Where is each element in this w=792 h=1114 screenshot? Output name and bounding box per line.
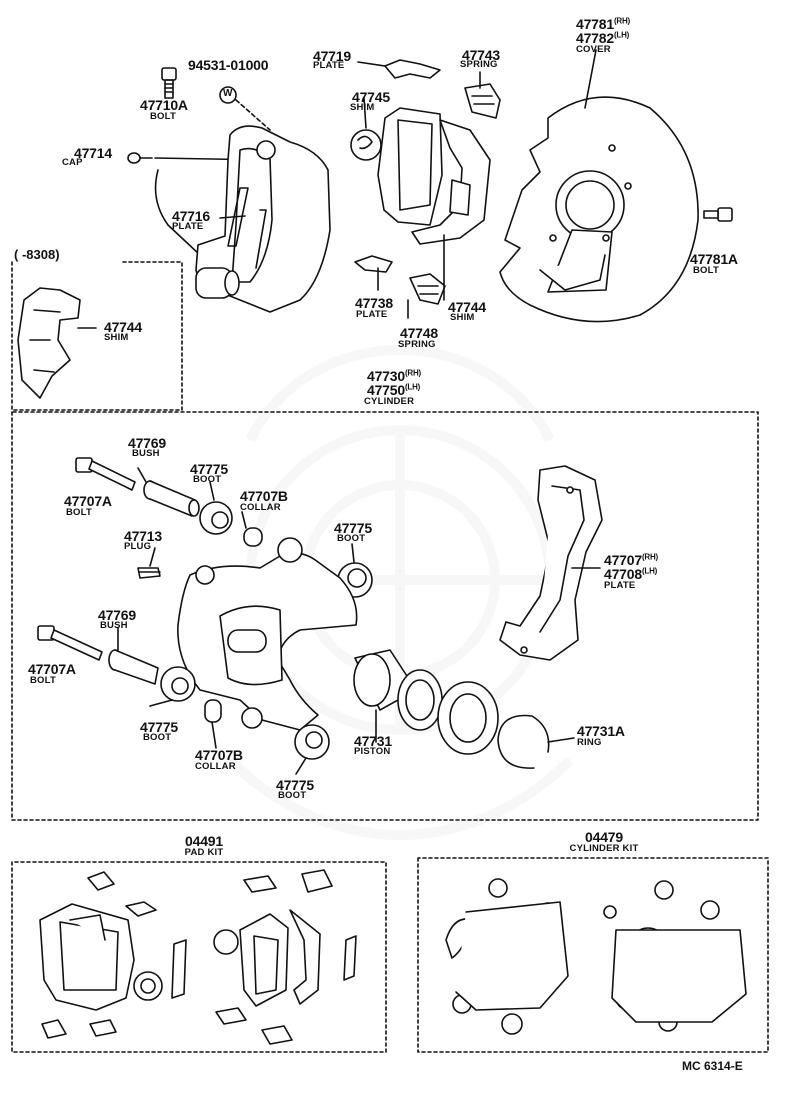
bolt-47781a-part-number: 47781A — [690, 251, 738, 267]
boot-47775-d-drawing — [294, 724, 330, 760]
bolt-47781a-desc: BOLT — [693, 265, 719, 276]
plate-47719-desc: PLATE — [313, 60, 345, 71]
piston-47731-part-number: 47731 — [354, 733, 392, 749]
collar-47707b-upper-drawing — [243, 527, 263, 547]
bolt-47707a-upper-part-number: 47707A — [64, 493, 112, 509]
shim-47744-drawing — [411, 119, 491, 245]
spring-47748-desc: SPRING — [398, 339, 436, 350]
mount-plate-desc: PLATE — [604, 580, 636, 591]
cylinder-desc: CYLINDER — [364, 396, 415, 407]
cover-part-lh: 47782(LH) — [576, 30, 630, 46]
collar-47707b-lower-part-number: 47707B — [195, 747, 243, 763]
bolt-47707a-lower-drawing — [37, 625, 103, 661]
cylinder-kit-drawing — [445, 878, 747, 1035]
cylinder-part-rh: 47730(RH) — [367, 368, 422, 384]
spring-47743-desc: SPRING — [460, 59, 498, 70]
boot-47775-c-part-number: 47775 — [140, 719, 178, 735]
bush-47769-upper-drawing — [143, 480, 200, 517]
caliper-mount-drawing — [195, 125, 331, 313]
bolt-47710a-desc: BOLT — [150, 111, 176, 122]
collar-47707b-lower-drawing — [204, 699, 222, 723]
cover-desc: COVER — [576, 44, 611, 55]
caliper-body-drawing — [177, 537, 358, 731]
bolt-47707a-lower-part-number: 47707A — [28, 661, 76, 677]
cylinder-kit-desc: CYLINDER KIT — [569, 843, 639, 854]
cylinder-kit-part-number: 04479 — [585, 829, 623, 845]
ring-47731a-part-number: 47731A — [577, 723, 625, 739]
boot-47775-c-drawing — [160, 666, 196, 702]
spring-47743-drawing — [464, 83, 501, 119]
bolt-47781a-drawing — [703, 207, 733, 222]
boot-47775-b-desc: BOOT — [337, 533, 366, 544]
piston-seals-drawing — [397, 669, 499, 755]
ring-47731a-desc: RING — [577, 737, 602, 748]
collar-47707b-lower-desc: COLLAR — [195, 761, 236, 772]
boot-47775-a-drawing — [199, 501, 233, 535]
bush-47769-lower-drawing — [108, 649, 159, 685]
cap-47714-part-number: 47714 — [74, 145, 112, 161]
mount-plate-part-rh: 47707(RH) — [604, 552, 659, 568]
inset-header: ( -8308) — [14, 247, 60, 262]
plate-47716-desc: PLATE — [172, 221, 204, 232]
boot-47775-d-part-number: 47775 — [276, 777, 314, 793]
boot-47775-b-part-number: 47775 — [334, 520, 372, 536]
washer-mark: W — [223, 88, 233, 99]
bolt-47710a-drawing — [161, 67, 177, 99]
pad-kit-drawing — [39, 869, 357, 1045]
bush-47769-lower-desc: BUSH — [100, 620, 128, 631]
dust-cover-drawing — [499, 96, 699, 323]
bolt-47707a-lower-desc: BOLT — [30, 675, 56, 686]
cap-47714-desc: CAP — [62, 157, 83, 168]
boot-47775-c-desc: BOOT — [143, 732, 172, 743]
plate-47716-drawing — [227, 187, 267, 269]
collar-47707b-upper-desc: COLLAR — [240, 502, 281, 513]
shim-47745-part-number: 47745 — [352, 89, 390, 105]
boot-47775-a-desc: BOOT — [193, 474, 222, 485]
plate-47738-drawing — [354, 255, 393, 273]
ring-47731a-drawing — [497, 714, 550, 769]
boot-47775-d-desc: BOOT — [278, 790, 307, 801]
bolt-47710a-part-number: 47710A — [140, 97, 188, 113]
pad-kit-desc: PAD KIT — [184, 847, 224, 858]
spring-47748-drawing — [409, 273, 446, 305]
inset-shim-part-number: 47744 — [104, 319, 142, 335]
inset-shim-drawing — [17, 287, 81, 399]
inset-shim-desc: SHIM — [104, 332, 129, 343]
washer-part-number: 94531-01000 — [188, 57, 269, 73]
piston-47731-desc: PISTON — [354, 746, 391, 757]
cover-part-rh: 47781(RH) — [576, 16, 631, 32]
plate-47738-part-number: 47738 — [355, 295, 393, 311]
bush-47769-lower-part-number: 47769 — [98, 607, 136, 623]
bush-47769-upper-part-number: 47769 — [128, 435, 166, 451]
washer-drawing — [219, 86, 237, 104]
plug-47713-drawing — [137, 567, 161, 579]
mount-plate-47707-drawing — [499, 465, 603, 661]
shim-47745-desc: SHIM — [350, 102, 375, 113]
bush-47769-upper-desc: BUSH — [132, 448, 160, 459]
shim-47745-drawing — [350, 129, 382, 161]
boot-47775-a-part-number: 47775 — [190, 461, 228, 477]
collar-47707b-upper-part-number: 47707B — [240, 488, 288, 504]
spring-47748-part-number: 47748 — [400, 325, 438, 341]
bolt-47707a-upper-desc: BOLT — [66, 507, 92, 518]
plug-47713-desc: PLUG — [124, 541, 152, 552]
cylinder-part-lh: 47750(LH) — [367, 382, 421, 398]
plate-47719-drawing — [384, 59, 441, 79]
plate-47738-desc: PLATE — [356, 309, 388, 320]
shim-47744-desc: SHIM — [450, 312, 475, 323]
bolt-47707a-upper-drawing — [75, 457, 136, 491]
plate-47719-part-number: 47719 — [313, 48, 351, 64]
spring-47743-part-number: 47743 — [462, 47, 500, 63]
shim-47744-part-number: 47744 — [448, 299, 486, 315]
mount-plate-part-lh: 47708(LH) — [604, 566, 658, 582]
footer-code: MC 6314-E — [682, 1059, 743, 1073]
pad-kit-part-number: 04491 — [185, 833, 223, 849]
plate-47716-part-number: 47716 — [172, 208, 210, 224]
cap-drawing — [127, 152, 153, 164]
plug-47713-part-number: 47713 — [124, 528, 162, 544]
brake-pad-drawing — [377, 107, 443, 226]
